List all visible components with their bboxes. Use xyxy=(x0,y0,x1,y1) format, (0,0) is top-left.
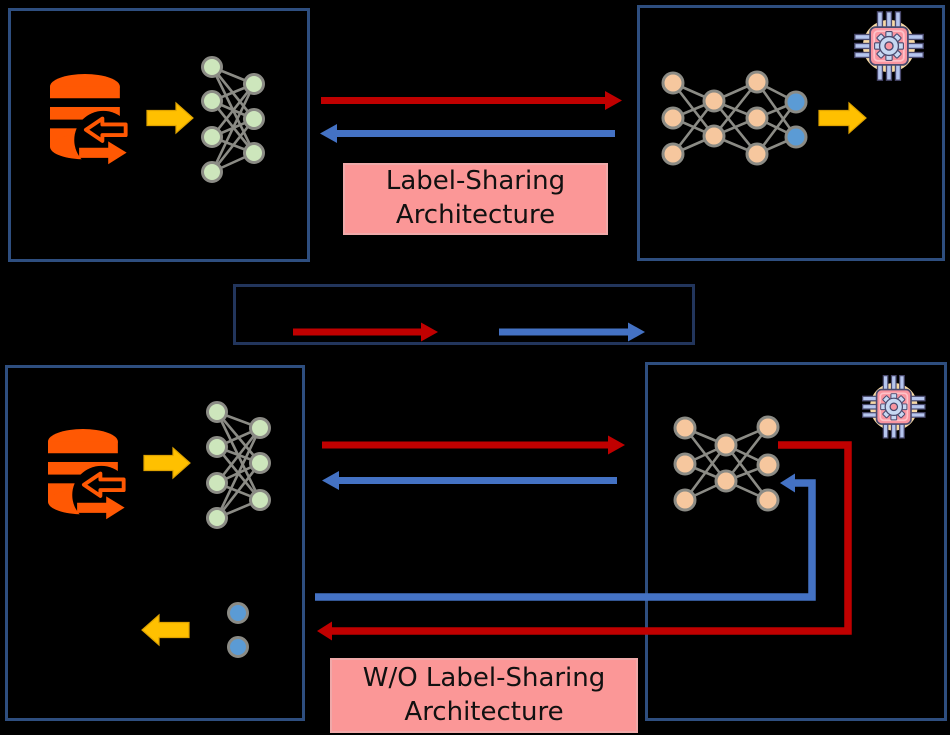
input-arrow-bottom-left xyxy=(143,446,191,480)
red-arrow-bottom xyxy=(322,435,625,455)
database-sync-icon-bottom xyxy=(44,427,133,526)
vehicle-box-bottom xyxy=(5,365,305,721)
wo-label-sharing-architecture-label: W/O Label-Sharing Architecture xyxy=(330,658,638,733)
chip-gear-icon-top xyxy=(853,10,925,82)
vehicle-box-top xyxy=(8,8,310,262)
chip-gear-icon-bottom xyxy=(861,374,926,439)
vehicle-network-top xyxy=(201,56,265,183)
vehicle-network-bottom xyxy=(206,401,271,529)
output-arrow-top-right xyxy=(818,101,867,135)
legend-blue-arrow xyxy=(499,322,645,342)
database-sync-icon-top xyxy=(46,72,135,171)
infrastructure-box-top xyxy=(637,5,945,261)
blue-feedback-elbow xyxy=(315,473,816,601)
red-arrow-top xyxy=(321,91,622,110)
vehicle-output-nodes-bottom xyxy=(227,602,249,658)
input-arrow-top-left xyxy=(146,101,194,135)
infrastructure-box-bottom xyxy=(645,362,947,721)
legend-box xyxy=(233,284,695,345)
blue-arrow-top xyxy=(320,124,615,143)
blue-arrow-bottom xyxy=(322,471,617,490)
output-arrow-bottom-left xyxy=(141,613,190,647)
legend-red-arrow xyxy=(293,322,438,342)
infrastructure-network-top xyxy=(661,70,808,166)
infrastructure-network-bottom xyxy=(673,415,780,512)
red-feedback-elbow xyxy=(317,441,852,641)
label-sharing-architecture-label: Label-Sharing Architecture xyxy=(343,163,608,235)
